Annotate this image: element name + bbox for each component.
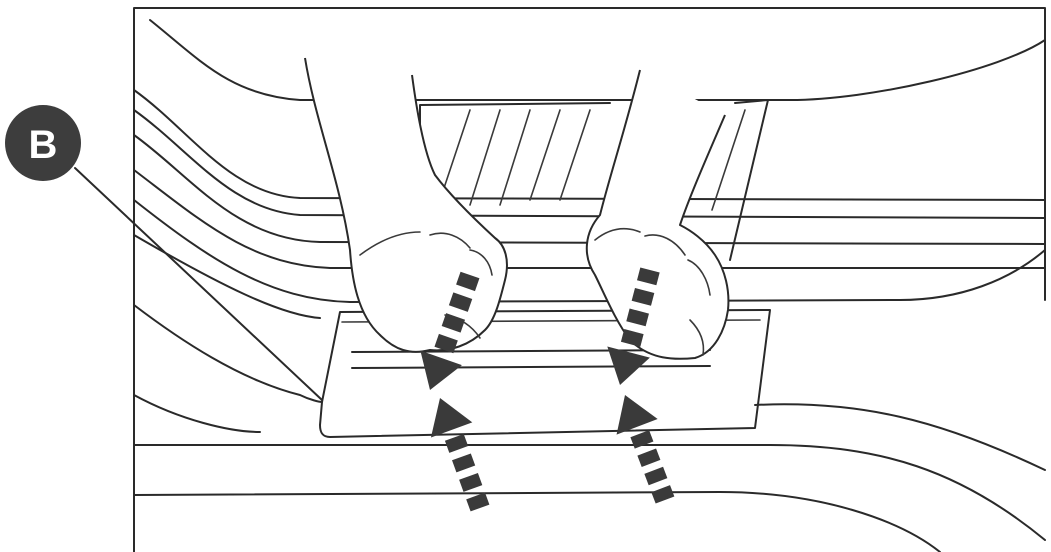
callout-letter: B xyxy=(29,123,58,167)
arrow-dash xyxy=(445,434,468,453)
arrow-head xyxy=(617,395,658,435)
arrow-dash xyxy=(466,492,489,511)
left-hand-icon xyxy=(305,58,507,352)
arrow-head xyxy=(420,351,462,390)
lower-body-lines xyxy=(134,404,1045,552)
arrow-dash xyxy=(637,448,660,466)
arrow-dash xyxy=(459,473,482,492)
up-arrow-right-icon xyxy=(617,395,675,504)
arrow-dash xyxy=(452,453,475,472)
appliance-body-lines xyxy=(134,20,1045,432)
frame xyxy=(134,8,1045,552)
right-hand-icon xyxy=(587,70,729,359)
arrow-head xyxy=(431,398,472,437)
arrow-dash xyxy=(644,467,667,485)
arrow-dash xyxy=(651,485,674,503)
